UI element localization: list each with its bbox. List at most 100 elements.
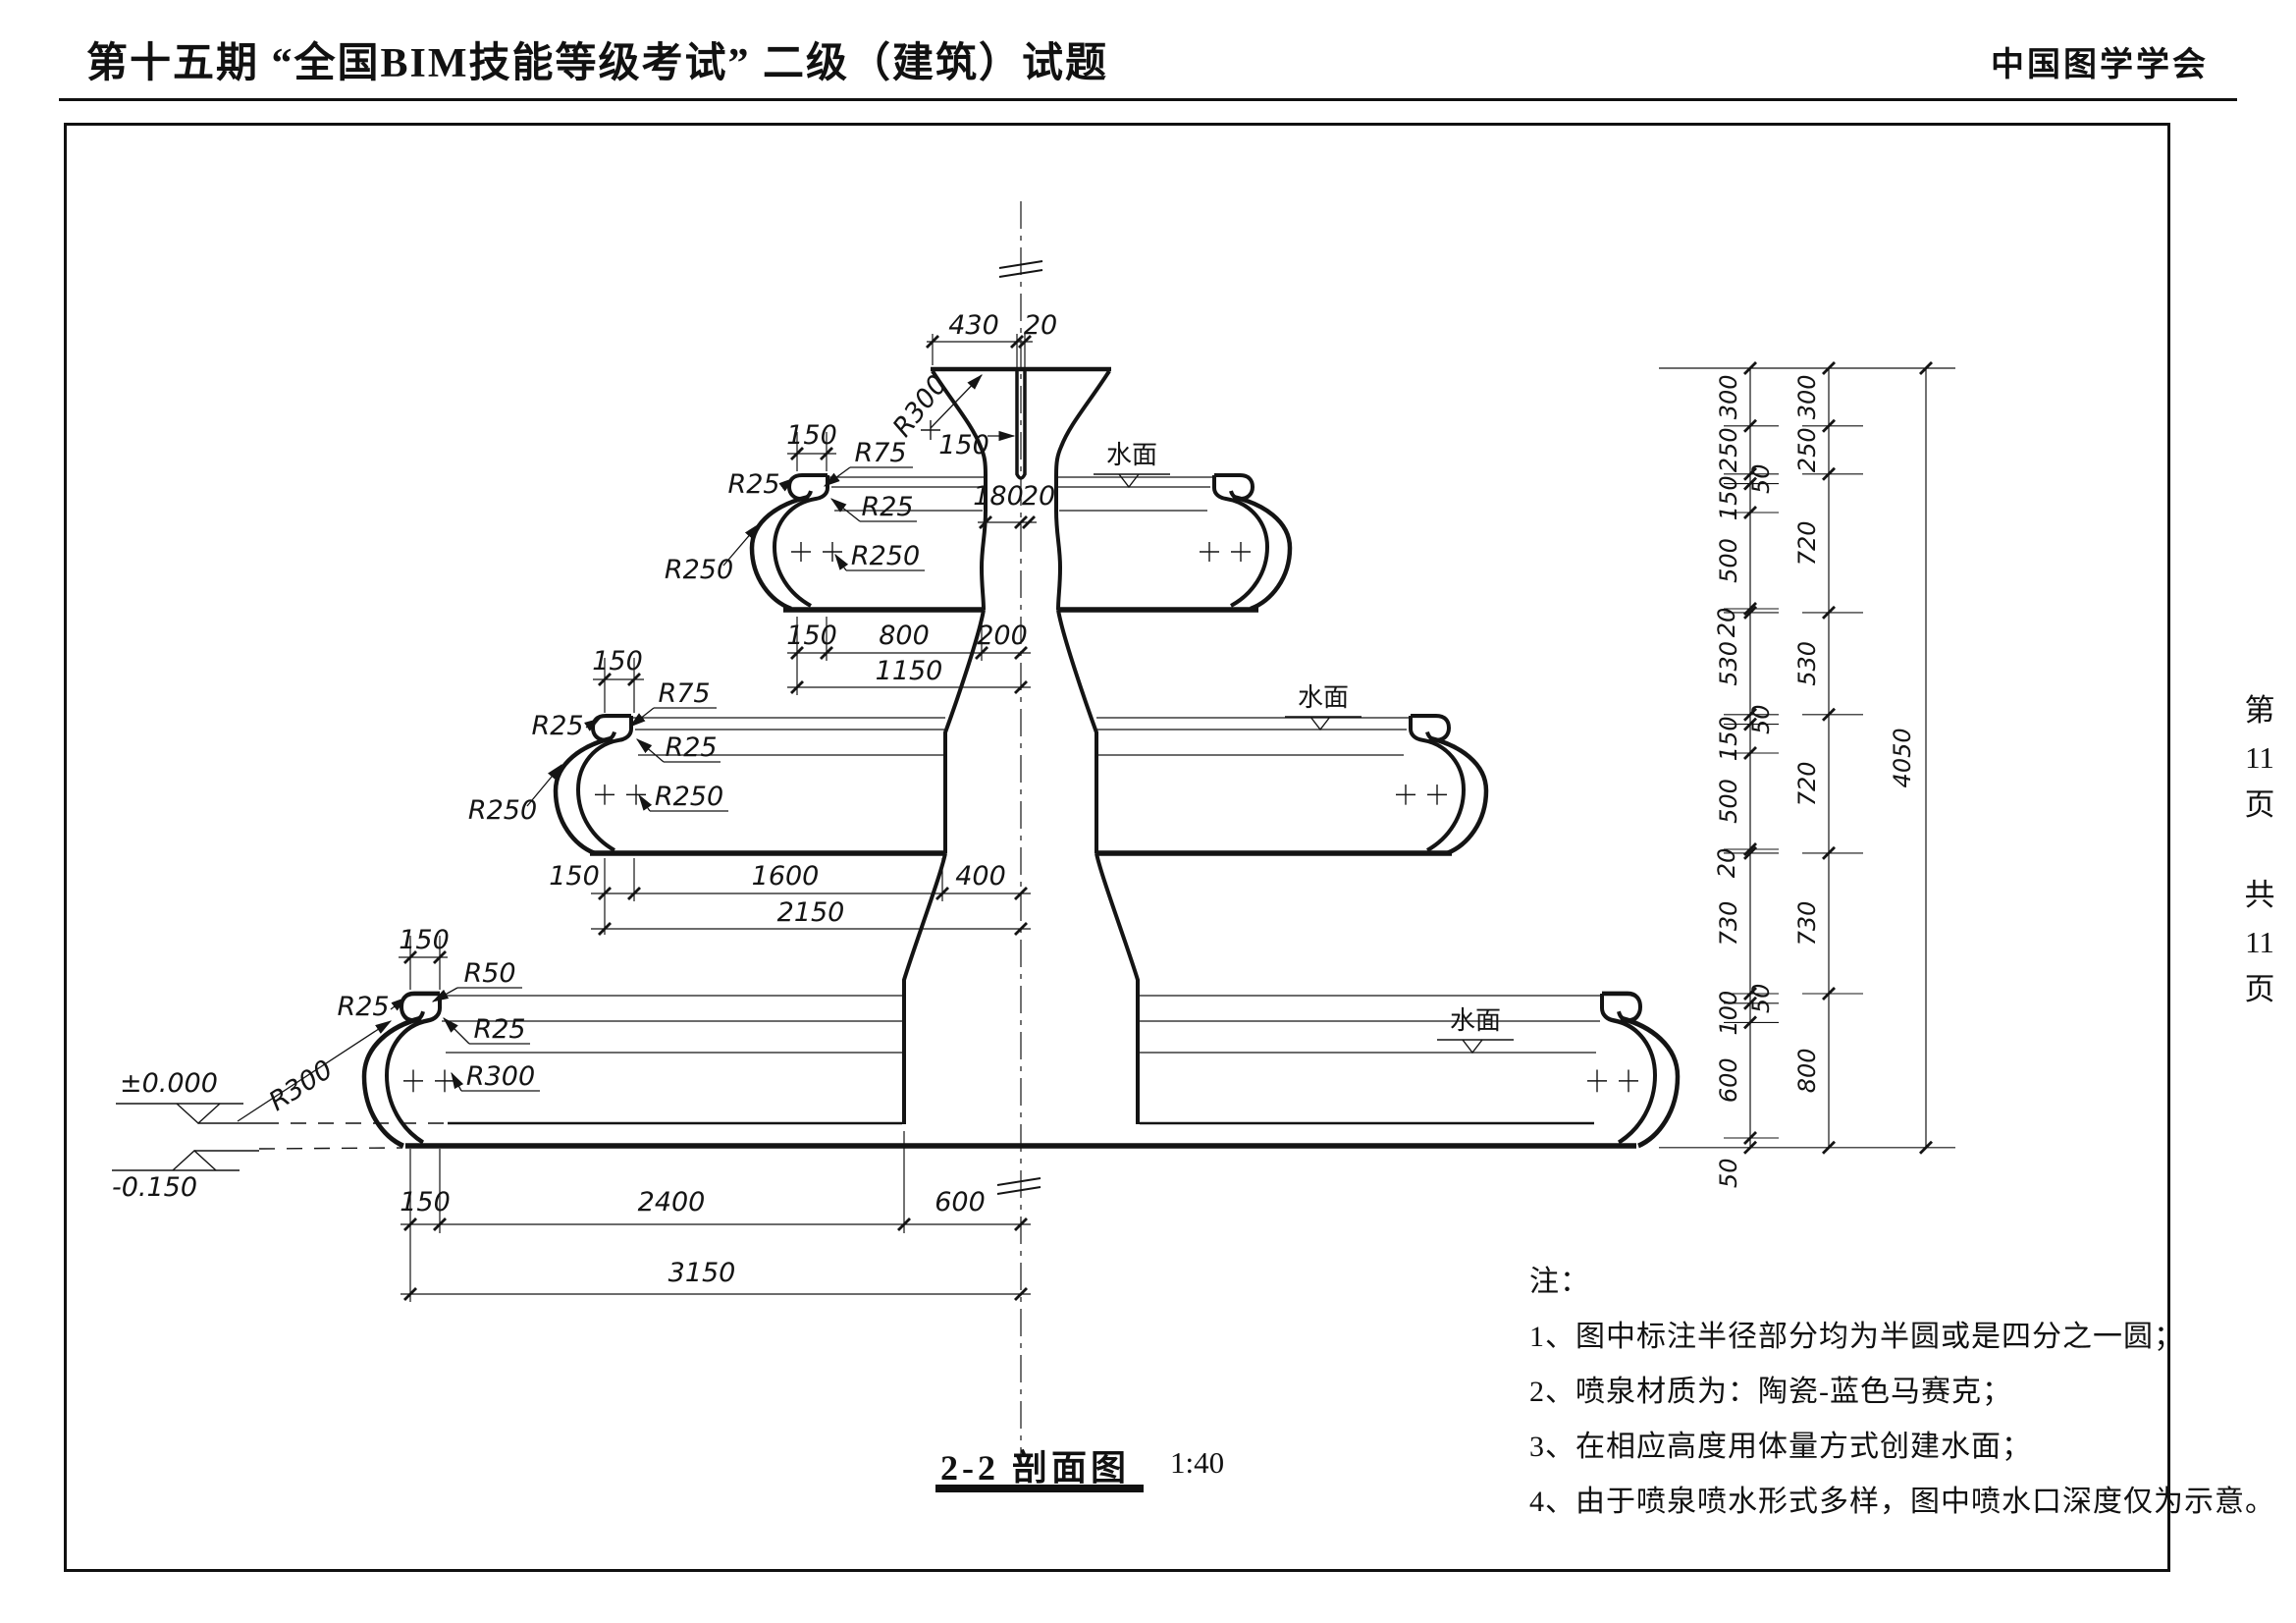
tier2-rim-right [1396,716,1486,853]
chain-dim-label: 800 [1793,1048,1821,1093]
dim-tick-slash [1743,746,1757,760]
side-char: 页 [2244,972,2275,1006]
dim-tick-slash [1743,707,1757,722]
chain-dim-label: 720 [1793,520,1821,566]
dim-180: 180 [973,481,1024,512]
dim-tick-slash [1022,515,1036,529]
caption-underline [935,1485,1144,1492]
page-number-column: 第 11 页 共 11 页 [2230,687,2289,1013]
t1-radius-r25: R25 [861,492,913,522]
view-caption: 2-2 剖面图 [940,1448,1130,1488]
title-rule [59,98,2237,101]
dim-tick-slash [1743,476,1757,491]
t2-radius-r25-left: R25 [531,711,583,741]
dim-tick-slash [1743,717,1757,731]
t2-radius-r250-left: R250 [468,795,537,826]
spout-nozzle-slot [1015,369,1027,480]
dim-tick-slash [1822,418,1836,433]
leader-line [834,553,849,571]
chain-dim-label: 150 [1715,475,1742,520]
dim-tick-slash [1822,466,1836,481]
t2-dim-400: 400 [955,861,1006,892]
dim-tick-slash [1743,418,1757,433]
t3-radius-r300-left: R300 [264,1055,339,1117]
leader-line [823,466,851,487]
chain-dim-label: 730 [1793,901,1821,947]
t1-radius-r250-left: R250 [665,555,733,585]
t2-radius-r250: R250 [655,782,723,812]
note-line: 4、由于喷泉喷水形式多样，图中喷水口深度仅为示意。 [1529,1486,2275,1518]
t1-radius-r250: R250 [851,541,920,571]
chain-dim-label: 50 [1715,1159,1742,1189]
t3-dim-150: 150 [399,925,450,955]
t3-dim-3150: 3150 [668,1258,736,1288]
t2-radius-r25: R25 [665,732,717,763]
chain-dim-label: 250 [1715,427,1742,472]
t2-radius-r75: R75 [658,678,710,709]
side-char: 第 [2244,693,2275,728]
column-right-lower [1095,852,1140,1124]
chain-dim-label: 730 [1715,901,1742,947]
t3-dim-150b: 150 [400,1187,451,1217]
notes-head: 注： [1529,1266,1590,1298]
water-label: 水面 [1106,441,1157,469]
drawing-border [64,123,2170,1572]
chain-dim-label: 150 [1715,716,1742,761]
leader-line [778,477,796,492]
water-symbol-tier1: 水面 [1094,441,1170,489]
t1-dim-1150: 1150 [876,656,943,686]
dim-20b: 20 [1022,481,1055,512]
t3-dim-2400: 2400 [638,1187,706,1217]
break-mark-top [998,260,1043,278]
dim-tick-slash [1014,922,1028,936]
side-char: 页 [2244,787,2275,822]
t2-dim-150b: 150 [549,861,600,892]
water-symbol-tier2: 水面 [1285,683,1362,731]
side-char: 共 [2244,878,2275,912]
tier2-water-lines [633,717,1409,756]
t2-dim-1600: 1600 [752,861,820,892]
dim-tick-slash [1014,1217,1028,1231]
t1-dim-200: 200 [977,621,1028,651]
t2-dim-2150: 2150 [777,897,845,928]
leader-line [526,764,562,807]
t1-dim-150b: 150 [786,621,837,651]
leader-line [722,523,760,567]
chain-dim-label: 600 [1715,1057,1742,1103]
t1-radius-r25-left: R25 [727,469,779,500]
level-minus-label: -0.150 [112,1172,197,1203]
tier1-rim-right [1200,475,1290,609]
dim-tick-slash [1743,1131,1757,1145]
dim-tick-slash [1743,506,1757,519]
chain-dim-label: 530 [1715,641,1742,686]
level-zero-label: ±0.000 [120,1068,218,1099]
dim-tick-slash [1743,605,1757,620]
chain-dim-label: 20 [1713,848,1740,879]
chain-dim-label: 50 [1747,704,1775,734]
t2-dim-150: 150 [592,646,643,676]
note-line: 2、喷泉材质为：陶瓷-蓝色马赛克； [1529,1376,2012,1408]
chain-dim-label: 300 [1793,374,1821,419]
water-label: 水面 [1298,683,1349,712]
leader-line [628,707,655,728]
water-label: 水面 [1450,1006,1501,1035]
chain-dim-label: 50 [1747,463,1775,494]
level-marker-minus150: -0.150 [112,1147,403,1203]
chain-dim-label: 50 [1747,984,1775,1014]
notes-block: 注： 1、图中标注半径部分均为半圆或是四分之一圆； 2、喷泉材质为：陶瓷-蓝色马… [1529,1255,2275,1530]
level-marker-zero: ±0.000 [116,1068,444,1124]
dim-tick-slash [1014,680,1028,694]
dim-tick-slash [1919,361,1933,375]
t3-radius-r300: R300 [466,1061,535,1092]
t1-dim-150: 150 [786,420,837,451]
dim-tick-slash [1822,987,1836,1001]
dim-tick-slash [1822,845,1836,860]
spout-flare-right [1054,369,1111,611]
break-mark-bottom [996,1177,1041,1195]
leader-line [829,498,861,522]
leader-line [930,374,983,429]
spout-flare-left [931,369,988,611]
chain-dim-label: 500 [1715,538,1742,583]
dim-tick-slash [1743,466,1757,481]
sheet-title: 第十五期 “全国BIM技能等级考试” 二级（建筑）试题 [86,41,1109,86]
